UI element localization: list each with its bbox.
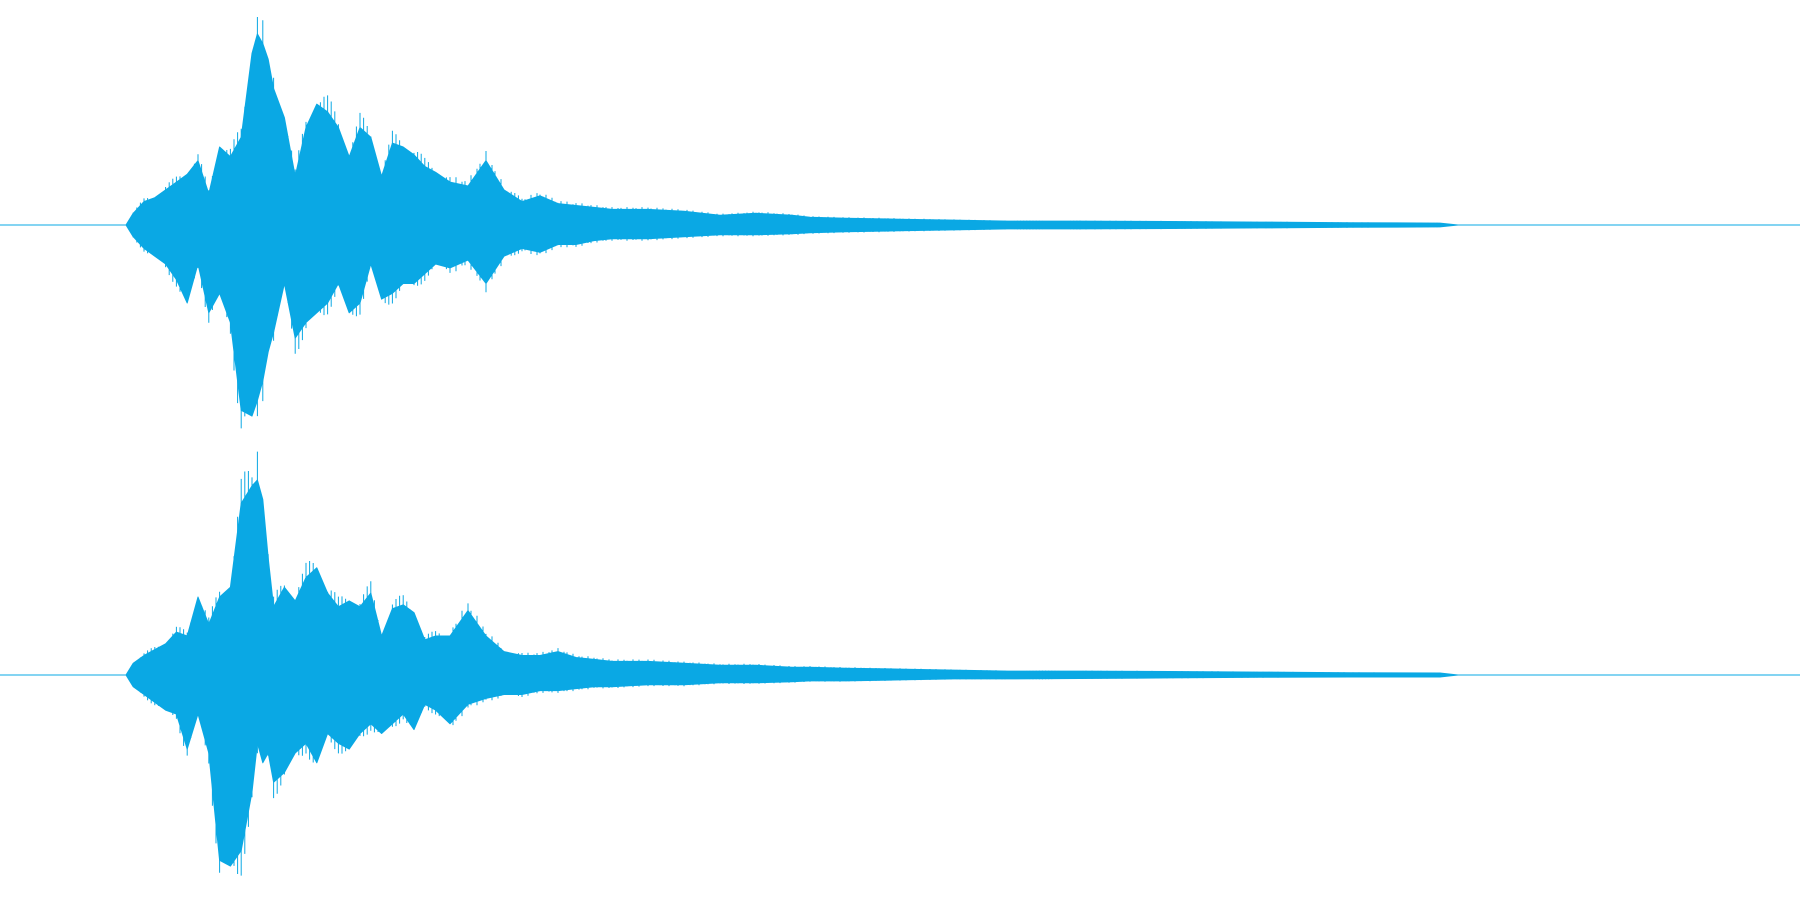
waveform-channels: [0, 17, 1800, 876]
